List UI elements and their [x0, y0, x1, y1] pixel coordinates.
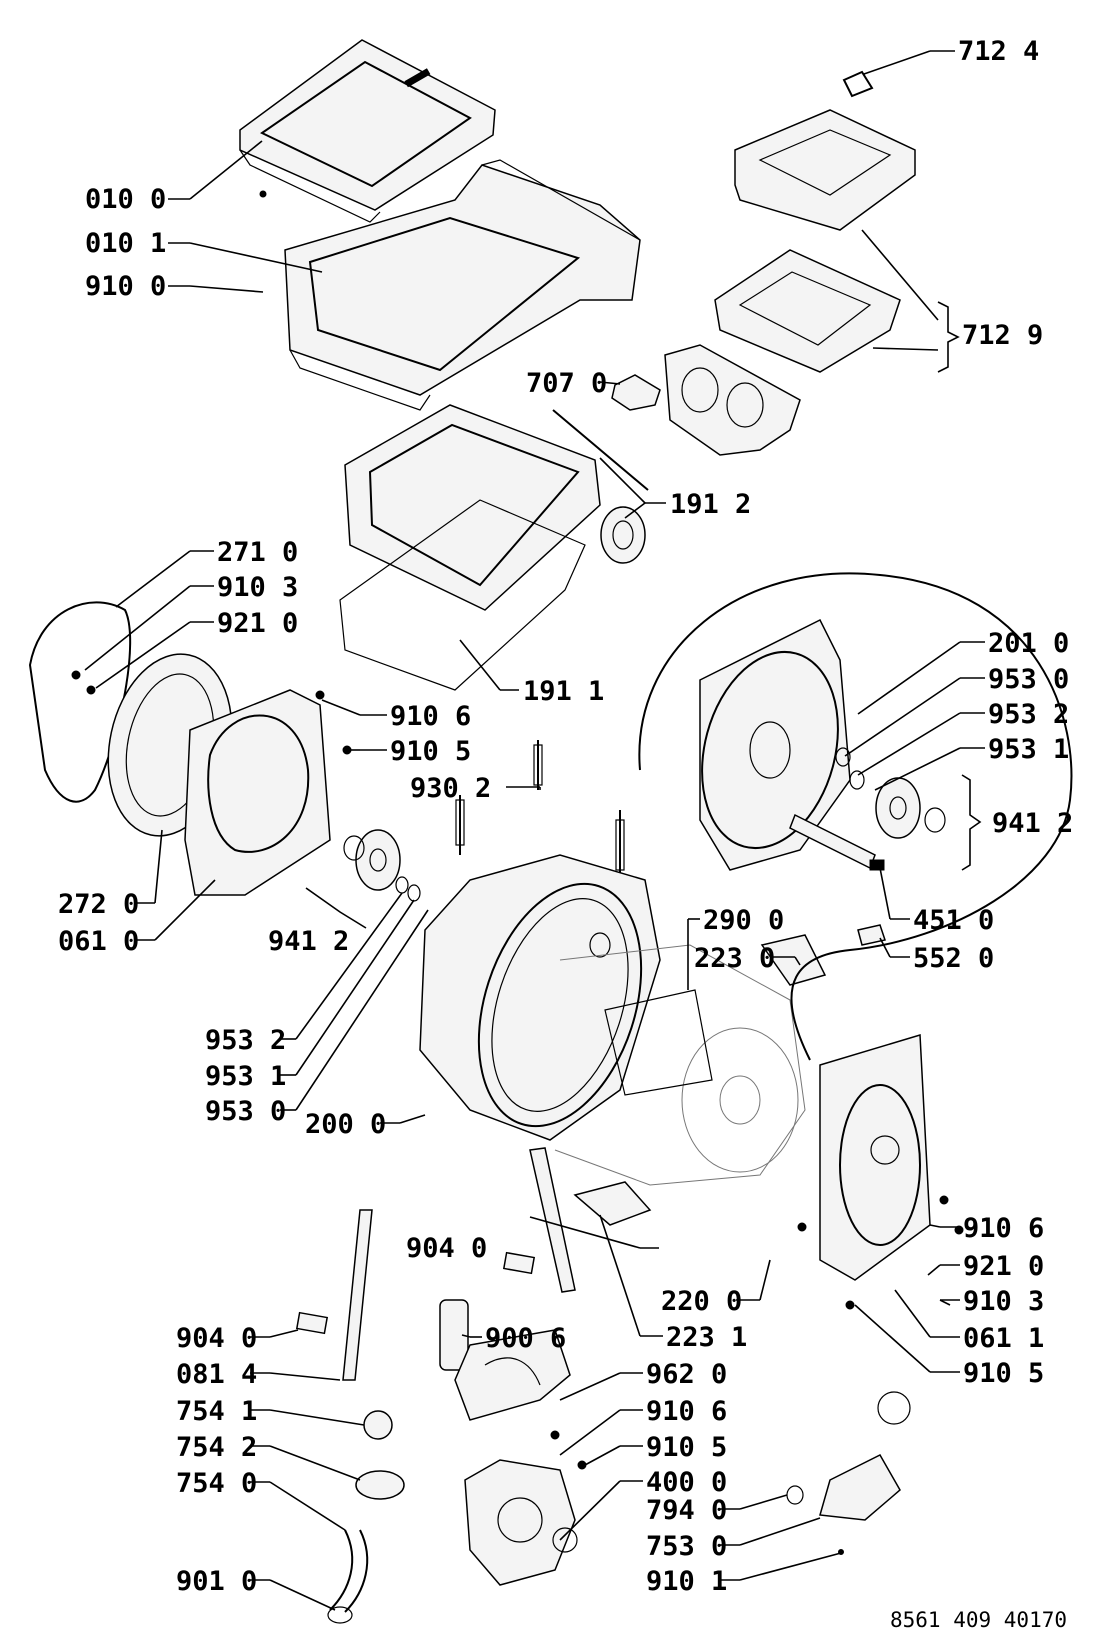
pulley-right-part — [835, 747, 946, 839]
callout-904-0-left: 904 0 — [176, 1323, 257, 1354]
top-panel-part — [284, 159, 641, 411]
callout-labels: 010 0 010 1 910 0 712 4 712 9 707 0 191 … — [58, 36, 1073, 1597]
sensor-part — [857, 924, 886, 946]
callout-910-5-bottom: 910 5 — [646, 1432, 727, 1463]
pressure-switch-parts — [786, 1391, 911, 1555]
callout-921-0-right: 921 0 — [963, 1251, 1044, 1282]
callout-941-2-left: 941 2 — [268, 926, 349, 957]
callout-794-0: 794 0 — [646, 1495, 727, 1526]
callout-910-6: 910 6 — [390, 701, 471, 732]
top-cover-part — [239, 39, 496, 223]
leader-lines — [84, 50, 985, 1611]
hose-parts — [327, 1410, 405, 1624]
callout-191-1: 191 1 — [523, 676, 604, 707]
callout-900-6: 900 6 — [485, 1323, 566, 1354]
callout-223-1: 223 1 — [666, 1322, 747, 1353]
callout-220-0: 220 0 — [661, 1286, 742, 1317]
callout-953-0-right: 953 0 — [988, 664, 1069, 695]
callout-061-1: 061 1 — [963, 1323, 1044, 1354]
switch-part — [611, 374, 661, 411]
callout-953-2-right: 953 2 — [988, 699, 1069, 730]
callout-910-1: 910 1 — [646, 1566, 727, 1597]
front-tub-part — [419, 854, 661, 1141]
callout-753-0: 753 0 — [646, 1531, 727, 1562]
callout-400-0: 400 0 — [646, 1467, 727, 1498]
callout-910-6-right: 910 6 — [963, 1213, 1044, 1244]
rear-shell-right-part — [819, 1034, 931, 1281]
drain-pump-part — [464, 1459, 578, 1586]
callout-910-5: 910 5 — [390, 736, 471, 767]
callout-953-0-left: 953 0 — [205, 1096, 286, 1127]
callout-910-3: 910 3 — [217, 572, 298, 603]
frame-part — [339, 404, 601, 691]
callout-552-0: 552 0 — [913, 943, 994, 974]
callout-921-0: 921 0 — [217, 608, 298, 639]
rear-tub-part — [638, 572, 1073, 1061]
front-ring-part — [28, 601, 132, 803]
callout-707-0: 707 0 — [526, 368, 607, 399]
callout-081-4: 081 4 — [176, 1359, 257, 1390]
callout-451-0: 451 0 — [913, 905, 994, 936]
rod-gasket-part — [552, 409, 649, 564]
drum-part — [554, 944, 806, 1186]
callout-271-0: 271 0 — [217, 537, 298, 568]
callout-272-0: 272 0 — [58, 889, 139, 920]
callout-712-9: 712 9 — [962, 320, 1043, 351]
callout-910-0: 910 0 — [85, 271, 166, 302]
callout-901-0: 901 0 — [176, 1566, 257, 1597]
callout-200-0: 200 0 — [305, 1109, 386, 1140]
callout-941-2-right: 941 2 — [992, 808, 1073, 839]
rear-shell-left-part — [184, 689, 331, 896]
callout-953-2-left: 953 2 — [205, 1025, 286, 1056]
heater-part — [789, 813, 885, 871]
callout-223-0: 223 0 — [694, 943, 775, 974]
callout-754-1: 754 1 — [176, 1396, 257, 1427]
callout-712-4: 712 4 — [958, 36, 1039, 67]
callout-061-0: 061 0 — [58, 926, 139, 957]
callout-904-0-top: 904 0 — [406, 1233, 487, 1264]
tray-parts — [573, 934, 827, 1226]
document-number: 8561 409 40170 — [890, 1608, 1067, 1632]
callout-962-0: 962 0 — [646, 1359, 727, 1390]
callout-191-2: 191 2 — [670, 489, 751, 520]
callout-910-3-right: 910 3 — [963, 1286, 1044, 1317]
callout-953-1-left: 953 1 — [205, 1061, 286, 1092]
callout-201-0: 201 0 — [988, 628, 1069, 659]
callout-910-5-right: 910 5 — [963, 1358, 1044, 1389]
callout-010-1: 010 1 — [85, 228, 166, 259]
callout-010-0: 010 0 — [85, 184, 166, 215]
pulley-left-part — [343, 829, 401, 891]
callout-754-0: 754 0 — [176, 1468, 257, 1499]
bushing-parts — [295, 1251, 536, 1335]
pin-part — [842, 70, 874, 98]
bracket-plate-part — [454, 1329, 571, 1421]
callout-910-6-bottom: 910 6 — [646, 1396, 727, 1427]
callout-953-1-right: 953 1 — [988, 734, 1069, 765]
shock-absorber-parts — [342, 1147, 576, 1381]
callout-290-0: 290 0 — [703, 905, 784, 936]
detergent-drawer-parts — [664, 109, 916, 456]
callout-930-2: 930 2 — [410, 773, 491, 804]
callout-754-2: 754 2 — [176, 1432, 257, 1463]
